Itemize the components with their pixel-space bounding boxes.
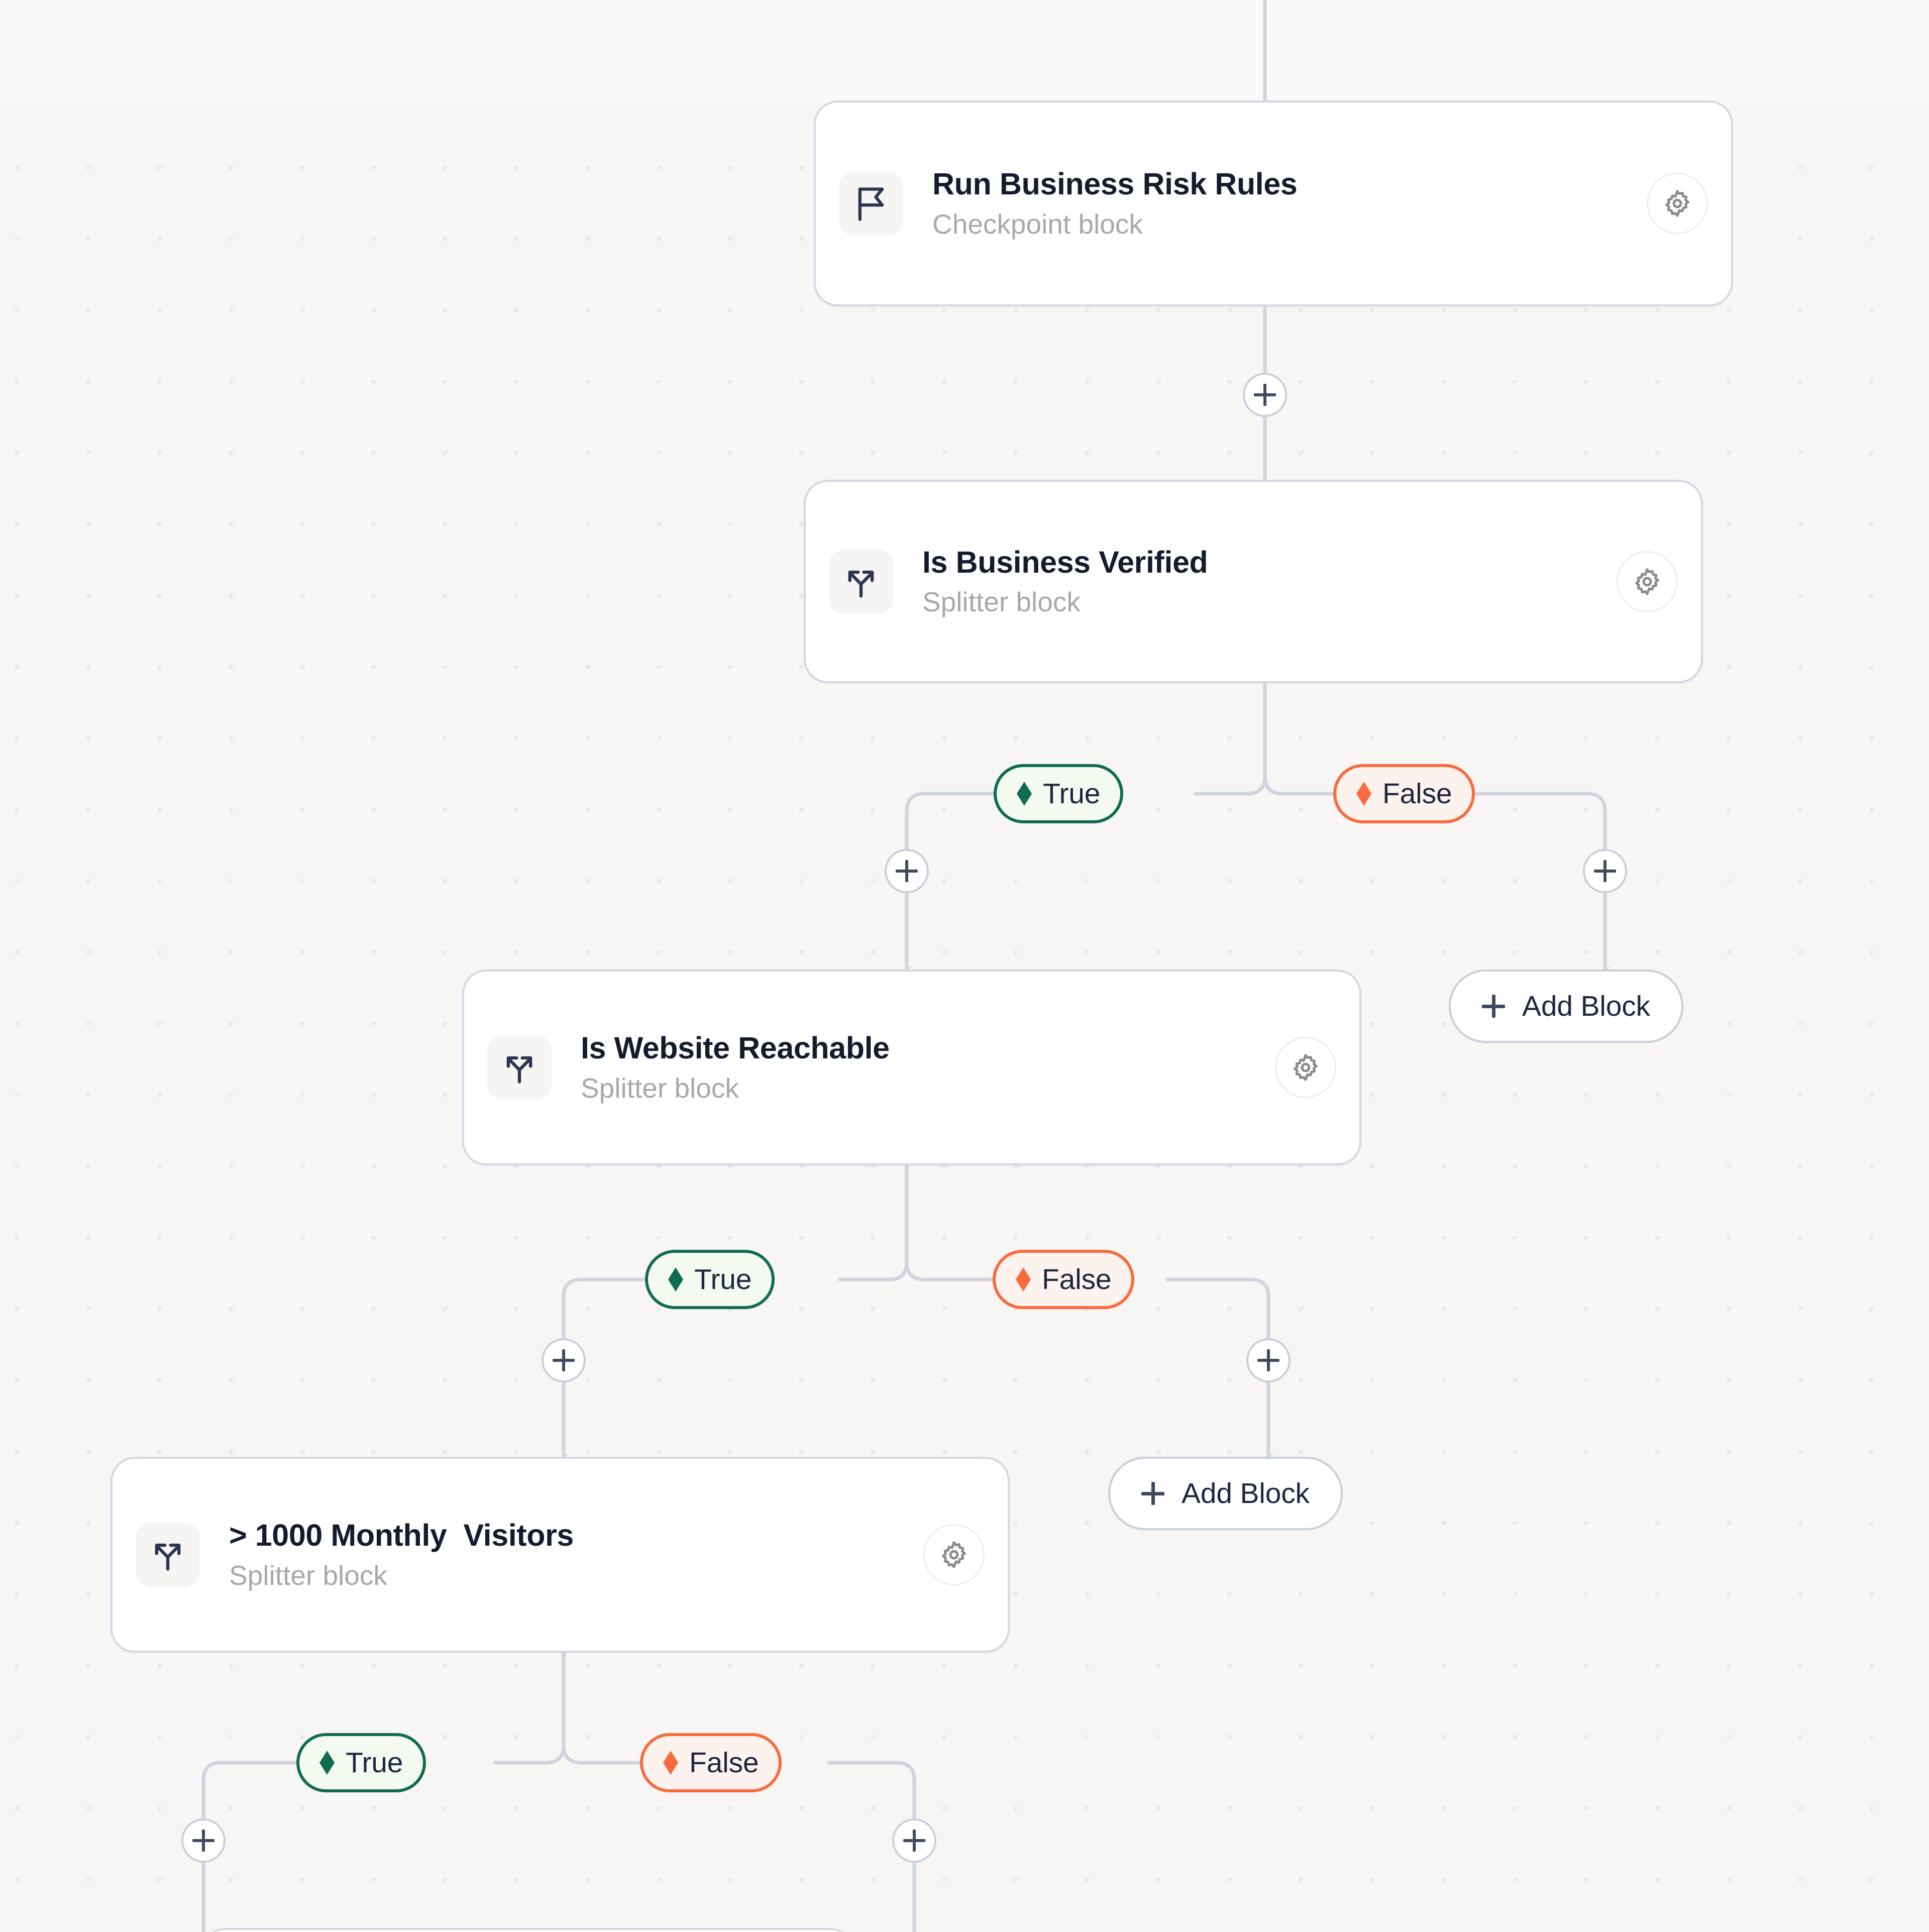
block-settings-button[interactable]	[923, 1524, 985, 1585]
branch-pill-false[interactable]: False	[993, 1250, 1135, 1309]
splitter-icon	[487, 1035, 552, 1100]
branch-label: False	[1042, 1263, 1112, 1296]
block-is-business-verified[interactable]: Is Business Verified Splitter block	[804, 480, 1703, 683]
add-node-trunk[interactable]	[1243, 373, 1287, 417]
block-title: > 1000 Monthly Visitors	[229, 1518, 574, 1553]
gear-icon	[1665, 190, 1689, 217]
block-subtitle: Splitter block	[581, 1072, 739, 1104]
block-text-group: Is Website Reachable Splitter block	[581, 1030, 1255, 1105]
diamond-icon	[663, 1751, 678, 1775]
branch-pill-true[interactable]: True	[994, 764, 1124, 823]
block-settings-button[interactable]	[1647, 173, 1708, 234]
branch-label: True	[694, 1263, 752, 1296]
diamond-icon	[668, 1267, 683, 1292]
plus-icon	[1482, 995, 1505, 1018]
diamond-icon	[319, 1751, 335, 1775]
block-run-business-risk-rules[interactable]: Run Business Risk Rules Checkpoint block	[814, 100, 1733, 306]
add-block-label: Add Block	[1522, 990, 1650, 1022]
add-node-2-false[interactable]	[1246, 1338, 1291, 1382]
block-text-group: Is Business Verified Splitter block	[922, 545, 1596, 619]
diamond-icon	[1016, 1267, 1031, 1292]
add-node-1-true[interactable]	[885, 849, 929, 893]
block-title: Is Business Verified	[922, 545, 1208, 579]
add-block-label: Add Block	[1182, 1477, 1310, 1510]
branch-label: False	[689, 1747, 759, 1779]
block-subtitle: Splitter block	[922, 586, 1081, 618]
gear-icon	[1294, 1054, 1318, 1081]
branch-pill-true[interactable]: True	[296, 1733, 426, 1792]
add-node-3-true[interactable]	[181, 1818, 226, 1863]
add-block-button[interactable]: Add Block	[1108, 1457, 1343, 1530]
branch-pill-true[interactable]: True	[645, 1250, 775, 1309]
block-settings-button[interactable]	[1275, 1037, 1336, 1098]
add-node-3-false[interactable]	[892, 1818, 936, 1863]
block-is-website-reachable[interactable]: Is Website Reachable Splitter block	[462, 970, 1361, 1165]
block-subtitle: Checkpoint block	[932, 208, 1143, 240]
branch-label: True	[1043, 778, 1101, 810]
block-title: Run Business Risk Rules	[932, 167, 1298, 201]
block-text-group: Run Business Risk Rules Checkpoint block	[932, 166, 1627, 241]
splitter-icon	[829, 549, 893, 614]
branch-label: True	[346, 1747, 403, 1779]
branch-pill-false[interactable]: False	[640, 1733, 782, 1792]
diamond-icon	[1017, 782, 1032, 806]
add-block-button[interactable]: Add Block	[1449, 970, 1683, 1043]
branch-pill-false[interactable]: False	[1333, 764, 1475, 823]
plus-icon	[1141, 1482, 1164, 1505]
block-text-group: > 1000 Monthly Visitors Splitter block	[229, 1518, 903, 1592]
flag-icon	[839, 171, 903, 236]
block-subtitle: Splitter block	[229, 1559, 387, 1591]
diamond-icon	[1356, 782, 1371, 806]
add-node-2-true[interactable]	[542, 1338, 586, 1382]
block-settings-button[interactable]	[1617, 551, 1678, 612]
add-node-1-false[interactable]	[1583, 849, 1627, 893]
gear-icon	[942, 1541, 966, 1568]
gear-icon	[1635, 568, 1659, 595]
splitter-icon	[136, 1523, 200, 1587]
block-title: Is Website Reachable	[581, 1031, 890, 1065]
block-monthly-visitors-threshold[interactable]: > 1000 Monthly Visitors Splitter block	[111, 1457, 1010, 1653]
branch-label: False	[1382, 778, 1452, 810]
block-partial-offscreen[interactable]	[201, 1928, 854, 1932]
